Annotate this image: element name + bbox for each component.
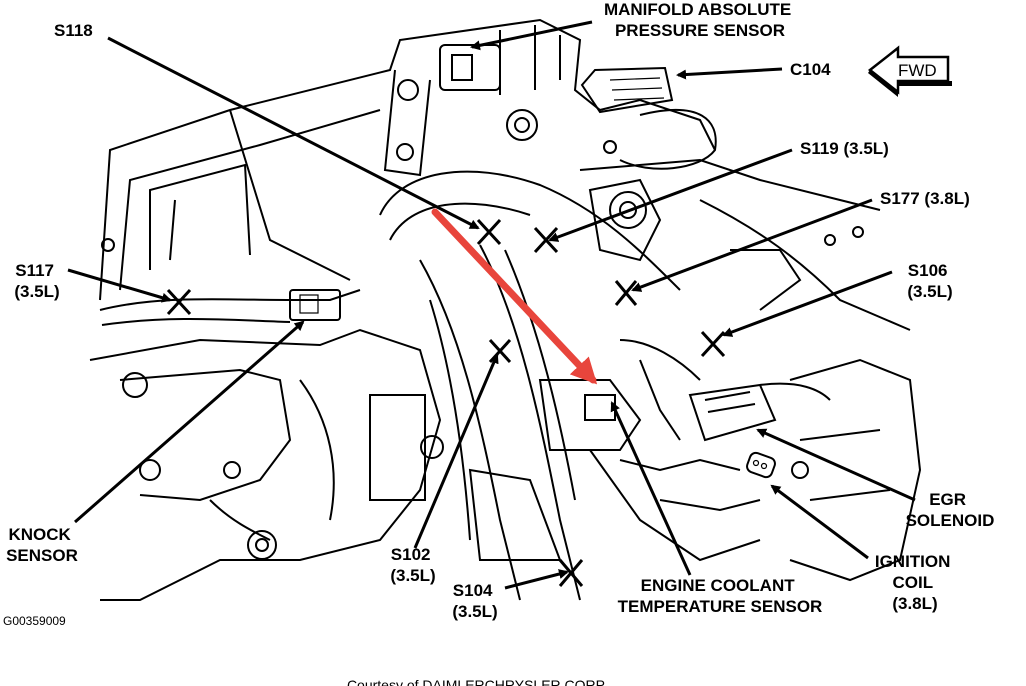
leader-s117	[67, 268, 172, 303]
x-marker-s102	[488, 338, 512, 364]
label-s117: S117 (3.5L)	[14, 261, 59, 301]
label-map-sensor: MANIFOLD ABSOLUTE PRESSURE SENSOR	[604, 0, 796, 40]
leader-ignition-coil	[770, 484, 869, 560]
label-knock-sensor: KNOCK SENSOR	[6, 525, 78, 565]
x-marker-s106	[700, 330, 726, 358]
label-s102: S102 (3.5L)	[390, 545, 435, 585]
label-ignition-coil: IGNITION COIL (3.8L)	[875, 552, 955, 613]
figure-id: G00359009	[3, 614, 66, 628]
leader-s118	[107, 36, 480, 230]
leader-egr-solenoid	[756, 428, 916, 502]
label-egr-solenoid: EGR SOLENOID	[906, 490, 995, 530]
label-c104: C104	[790, 60, 831, 79]
highlight-arrow	[431, 208, 598, 385]
x-marker-s177	[614, 280, 638, 306]
engine-illustration	[89, 18, 922, 601]
leader-knock-sensor	[74, 320, 305, 524]
x-marker-s119	[533, 226, 559, 254]
x-marker-s104	[558, 559, 584, 587]
leader-s102	[413, 353, 499, 549]
leader-s177	[631, 198, 873, 292]
fwd-label: FWD	[898, 61, 937, 80]
label-s106: S106 (3.5L)	[907, 261, 952, 301]
leader-ect-sensor	[610, 401, 692, 576]
leader-s104	[504, 569, 569, 590]
label-ect-sensor: ENGINE COOLANT TEMPERATURE SENSOR	[618, 576, 823, 616]
label-s177: S177 (3.8L)	[880, 189, 970, 208]
x-marker-s117	[166, 288, 192, 316]
label-s104: S104 (3.5L)	[452, 581, 497, 621]
credit-line: Courtesy of DAIMLERCHRYSLER CORP.	[347, 677, 607, 686]
x-marker-s118	[476, 218, 502, 246]
leader-map-sensor	[470, 20, 593, 51]
leader-s119	[548, 148, 793, 242]
label-s118: S118	[54, 21, 93, 40]
splice-markers	[166, 218, 726, 587]
leader-s106	[722, 270, 893, 337]
leader-c104	[676, 67, 783, 80]
label-s119: S119 (3.5L)	[800, 139, 889, 158]
leader-lines	[67, 20, 916, 590]
forward-arrow-icon: FWD	[867, 45, 952, 97]
callout-labels: MANIFOLD ABSOLUTE PRESSURE SENSOR S118 C…	[3, 0, 994, 686]
